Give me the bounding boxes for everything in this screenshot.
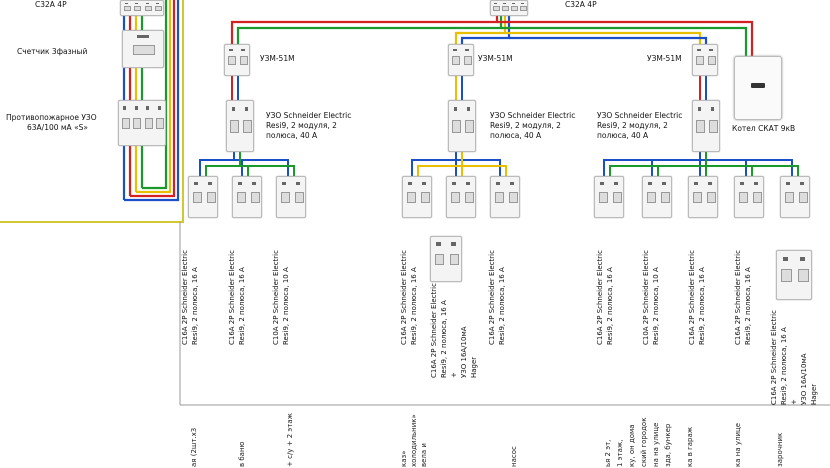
group1-consumer-3: + с/у + 2 этаж (286, 413, 294, 467)
group2-rcd (448, 100, 476, 152)
group2-uzm-relay (448, 44, 474, 76)
group2-breaker-2-label-1: С16А 2Р Schneider Electric (430, 283, 438, 378)
group3-consumer-6: зда, бункер (664, 423, 672, 467)
group2-breaker-2-label-2: Resi9, 2 полюса, 16 А (440, 300, 448, 378)
group3-consumer-7: ка в гараж (686, 426, 694, 467)
main-breaker (490, 0, 528, 16)
group3-breaker-2 (642, 176, 672, 218)
meter-label: Счетчик 3фазный (17, 47, 88, 56)
group1-rcd-label-2: Resi9, 2 модуля, 2 (266, 121, 337, 130)
group3-breaker-2-label-2: Resi9, 2 полюса, 10 А (652, 267, 660, 345)
group3-bus (603, 150, 799, 178)
group1-breaker-1-label-1: С16А 2Р Schneider Electric (181, 250, 189, 345)
boiler (734, 56, 782, 120)
panel-box (0, 0, 184, 223)
group2-bus (411, 150, 507, 178)
group3-uzm-label: УЗМ-51М (647, 54, 682, 63)
group2-rcd-label-2: Resi9, 2 модуля, 2 (490, 121, 561, 130)
group2-consumer-2: холодильник» (410, 414, 418, 467)
group1-breaker-3 (276, 176, 306, 218)
group3-rcd-label-2: Resi9, 2 модуля, 2 (597, 121, 668, 130)
group1-rcd-label-3: полюса, 40 А (266, 131, 318, 140)
group2-consumer-4: насос (510, 446, 518, 467)
group1-breaker-3-label-2: Resi9, 2 полюса, 10 А (282, 267, 290, 345)
group1-bus (199, 150, 295, 178)
panel-top-breaker (120, 0, 164, 16)
panel-top-label: С32А 4Р (35, 0, 67, 9)
group2-breaker-3-label-1: С16А 2Р Schneider Electric (488, 250, 496, 345)
group3-breaker-3 (688, 176, 718, 218)
group3-consumer-8: ка на улице (734, 422, 742, 467)
group3-breaker-5-label-1: С16А 2Р Schneider Electric (770, 310, 778, 405)
group3-breaker-1-label-2: Resi9, 2 полюса, 16 А (606, 267, 614, 345)
group1-breaker-2-label-1: С16А 2Р Schneider Electric (228, 250, 236, 345)
group1-consumer-2: в баню (238, 441, 246, 467)
group1-breaker-3-label-1: С10А 2Р Schneider Electric (272, 250, 280, 345)
meter-3phase (122, 30, 164, 68)
group2-rcd-label-1: УЗО Schneider Electric (490, 111, 576, 120)
group2-breaker-1-label-2: Resi9, 2 полюса, 16 А (410, 267, 418, 345)
group3-consumer-3: ку, он дома (628, 424, 636, 467)
group3-consumer-9: зарочник (776, 432, 784, 467)
group3-breaker-1-label-1: С16А 2Р Schneider Electric (596, 250, 604, 345)
group3-rcd (692, 100, 720, 152)
group1-uzm-label: УЗМ-51М (260, 54, 295, 63)
main-breaker-label: С32А 4Р (565, 0, 597, 9)
top-bus (230, 10, 754, 60)
group3-consumer-5: на на улице (652, 422, 660, 467)
group3-breaker-4 (734, 176, 764, 218)
group3-breaker-2-label-1: С10А 2Р Schneider Electric (642, 250, 650, 345)
group3-hager-rcd (776, 250, 812, 300)
boiler-label: Котел СКАТ 9кВ (732, 124, 796, 133)
group3-breaker-4-label-2: Resi9, 2 полюса, 16 А (744, 267, 752, 345)
group1-uzm-relay (224, 44, 250, 76)
group1-rcd-label-1: УЗО Schneider Electric (266, 111, 352, 120)
group3-rcd-label-1: УЗО Schneider Electric (597, 111, 683, 120)
group3-breaker-3-label-1: С16А 2Р Schneider Electric (688, 250, 696, 345)
group3-consumer-2: 1 этаж, (616, 439, 624, 467)
group3-breaker-1 (594, 176, 624, 218)
group1-rcd (226, 100, 254, 152)
group2-consumer-3: вела и (420, 443, 428, 467)
group3-rcd-label-3: полюса, 40 А (597, 131, 649, 140)
fire-rcd-label-1: Противопожарное УЗО (6, 113, 97, 122)
group1-breaker-2 (232, 176, 262, 218)
group1-breaker-1 (188, 176, 218, 218)
group3-breaker-5-label-3: + (790, 399, 798, 405)
fire-rcd-label-2: 63А/100 мА «S» (27, 123, 89, 132)
group2-breaker-1-label-1: С16А 2Р Schneider Electric (400, 250, 408, 345)
group1-consumer-1: ая (2шт.х3 (190, 427, 198, 467)
group3-breaker-4-label-1: С16А 2Р Schneider Electric (734, 250, 742, 345)
group3-breaker-5-label-4: УЗО 16А/10мА (800, 353, 808, 405)
group2-breaker-3-label-2: Resi9, 2 полюса, 16 А (498, 267, 506, 345)
group2-consumer-1: каз» (400, 450, 408, 467)
group2-breaker-1 (402, 176, 432, 218)
group2-breaker-2-label-4: УЗО 16А/10мА (460, 326, 468, 378)
group3-uzm-relay (692, 44, 718, 76)
group3-breaker-5-label-5: Hager (810, 383, 818, 405)
group3-breaker-3-label-2: Resi9, 2 полюса, 16 А (698, 267, 706, 345)
group2-breaker-3 (490, 176, 520, 218)
group2-breaker-2-label-5: Hager (470, 356, 478, 378)
group2-hager-rcd (430, 236, 462, 282)
group2-rcd-label-3: полюса, 40 А (490, 131, 542, 140)
group2-breaker-2-label-3: + (450, 372, 458, 378)
group3-breaker-5 (780, 176, 810, 218)
group3-breaker-5-label-2: Resi9, 2 полюса, 16 А (780, 327, 788, 405)
fire-rcd (118, 100, 166, 146)
group2-uzm-label: УЗМ-51М (478, 54, 513, 63)
group1-breaker-1-label-2: Resi9, 2 полюса, 16 А (191, 267, 199, 345)
group2-breaker-2 (446, 176, 476, 218)
group1-breaker-2-label-2: Resi9, 2 полюса, 16 А (238, 267, 246, 345)
group3-consumer-4: ский городок (640, 417, 648, 467)
group3-consumer-1: ья 2 эт, (604, 439, 612, 467)
